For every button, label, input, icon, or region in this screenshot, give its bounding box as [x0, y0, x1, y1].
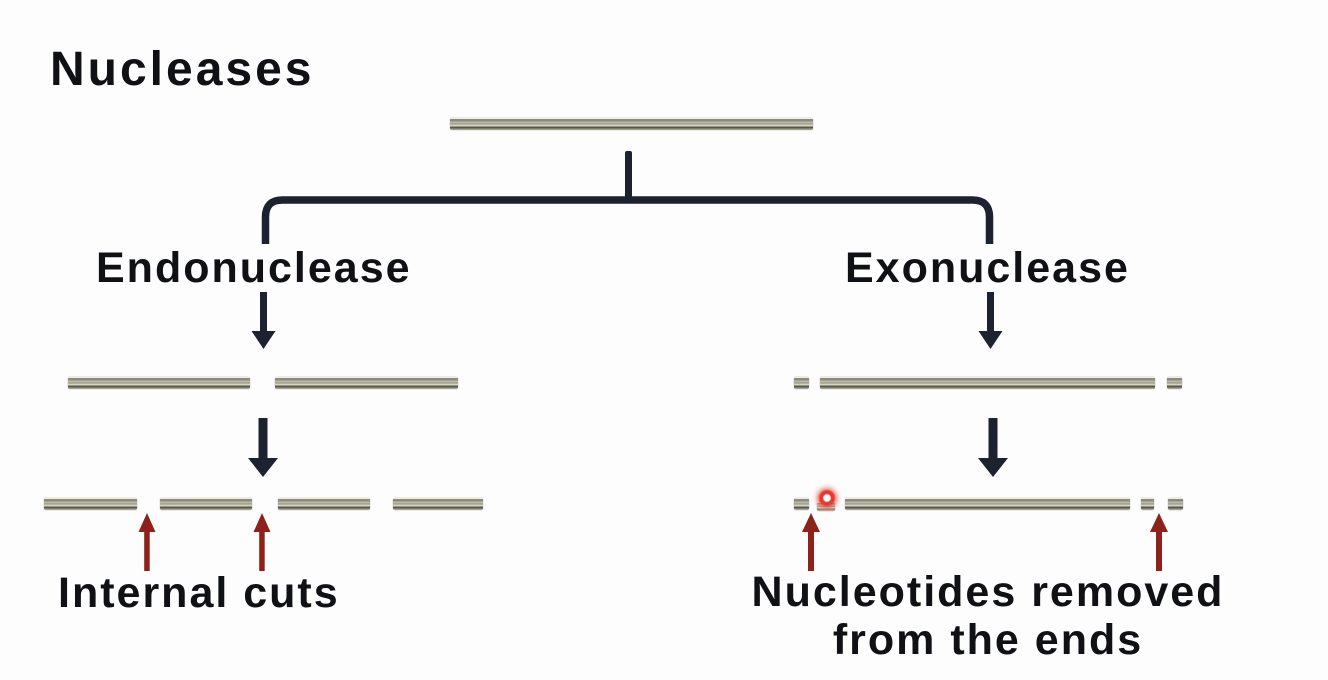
exonuclease-caption-line2: from the ends	[832, 616, 1144, 664]
internal-cuts-caption: Internal cuts	[58, 569, 340, 617]
internal-cut-arrow-icon	[138, 513, 156, 571]
internal-cut-arrow-icon	[253, 513, 271, 571]
endonuclease-label: Endonuclease	[96, 244, 412, 292]
exo-strand-main	[820, 377, 1155, 389]
exonuclease-caption: Nucleotides removed from the ends	[700, 568, 1276, 664]
dna-strand-root	[450, 118, 813, 130]
endonuclease-process-arrow-icon	[248, 418, 278, 477]
exo-strand-main-trimmed	[845, 498, 1130, 510]
endonuclease-down-arrow-icon	[251, 292, 276, 349]
exo-end-fragment	[1167, 377, 1182, 389]
exonuclease-label: Exonuclease	[845, 244, 1130, 292]
endo-strand-piece	[275, 377, 458, 389]
end-removal-arrow-icon	[802, 513, 820, 571]
exonuclease-down-arrow-icon	[978, 292, 1003, 349]
branch-stem-line	[625, 151, 632, 199]
endo-strand-piece	[68, 377, 250, 389]
exo-end-fragment	[794, 377, 809, 389]
branch-connector-line	[261, 196, 994, 244]
exo-removed-nucleotide	[1168, 498, 1183, 510]
endo-cut-piece	[278, 498, 370, 510]
endo-cut-piece	[393, 498, 483, 510]
exo-removed-nucleotide	[1141, 498, 1154, 510]
exonuclease-process-arrow-icon	[978, 418, 1008, 477]
highlight-dot-icon	[812, 483, 842, 513]
endo-cut-piece	[160, 498, 252, 510]
exonuclease-caption-line1: Nucleotides removed	[751, 568, 1225, 616]
end-removal-arrow-icon	[1150, 513, 1168, 571]
page-title: Nucleases	[50, 43, 315, 96]
exo-removed-nucleotide	[794, 498, 809, 510]
endo-cut-piece	[44, 498, 137, 510]
